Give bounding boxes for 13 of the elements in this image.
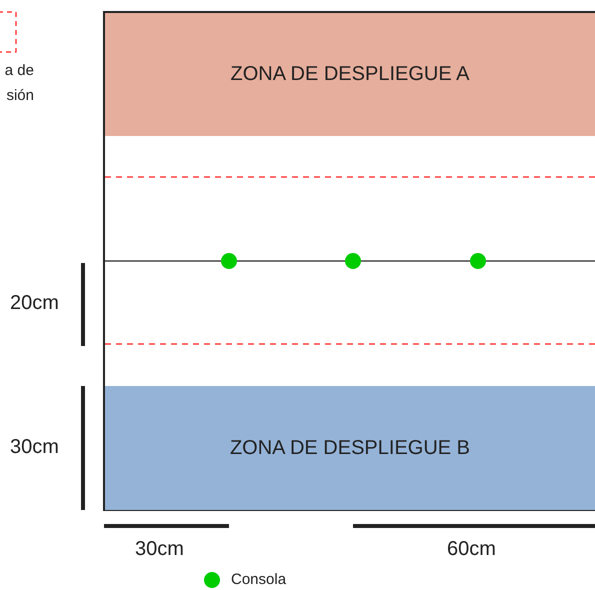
- dimension-label: 60cm: [447, 538, 496, 561]
- console-dot: [221, 253, 237, 269]
- deployment-zone: [105, 13, 595, 136]
- zone-label: ZONA DE DESPLIEGUE B: [230, 436, 470, 460]
- dimension-label: 20cm: [10, 292, 59, 315]
- deployment-zone: [105, 386, 595, 510]
- console-dot: [470, 253, 486, 269]
- zone-label: ZONA DE DESPLIEGUE A: [230, 63, 470, 86]
- console-dot: [345, 253, 361, 269]
- legend-label: Consola: [231, 570, 288, 590]
- legend-label: a de sión: [4, 61, 34, 106]
- dimension-label: 30cm: [10, 436, 59, 459]
- dimension-label: 30cm: [135, 538, 184, 561]
